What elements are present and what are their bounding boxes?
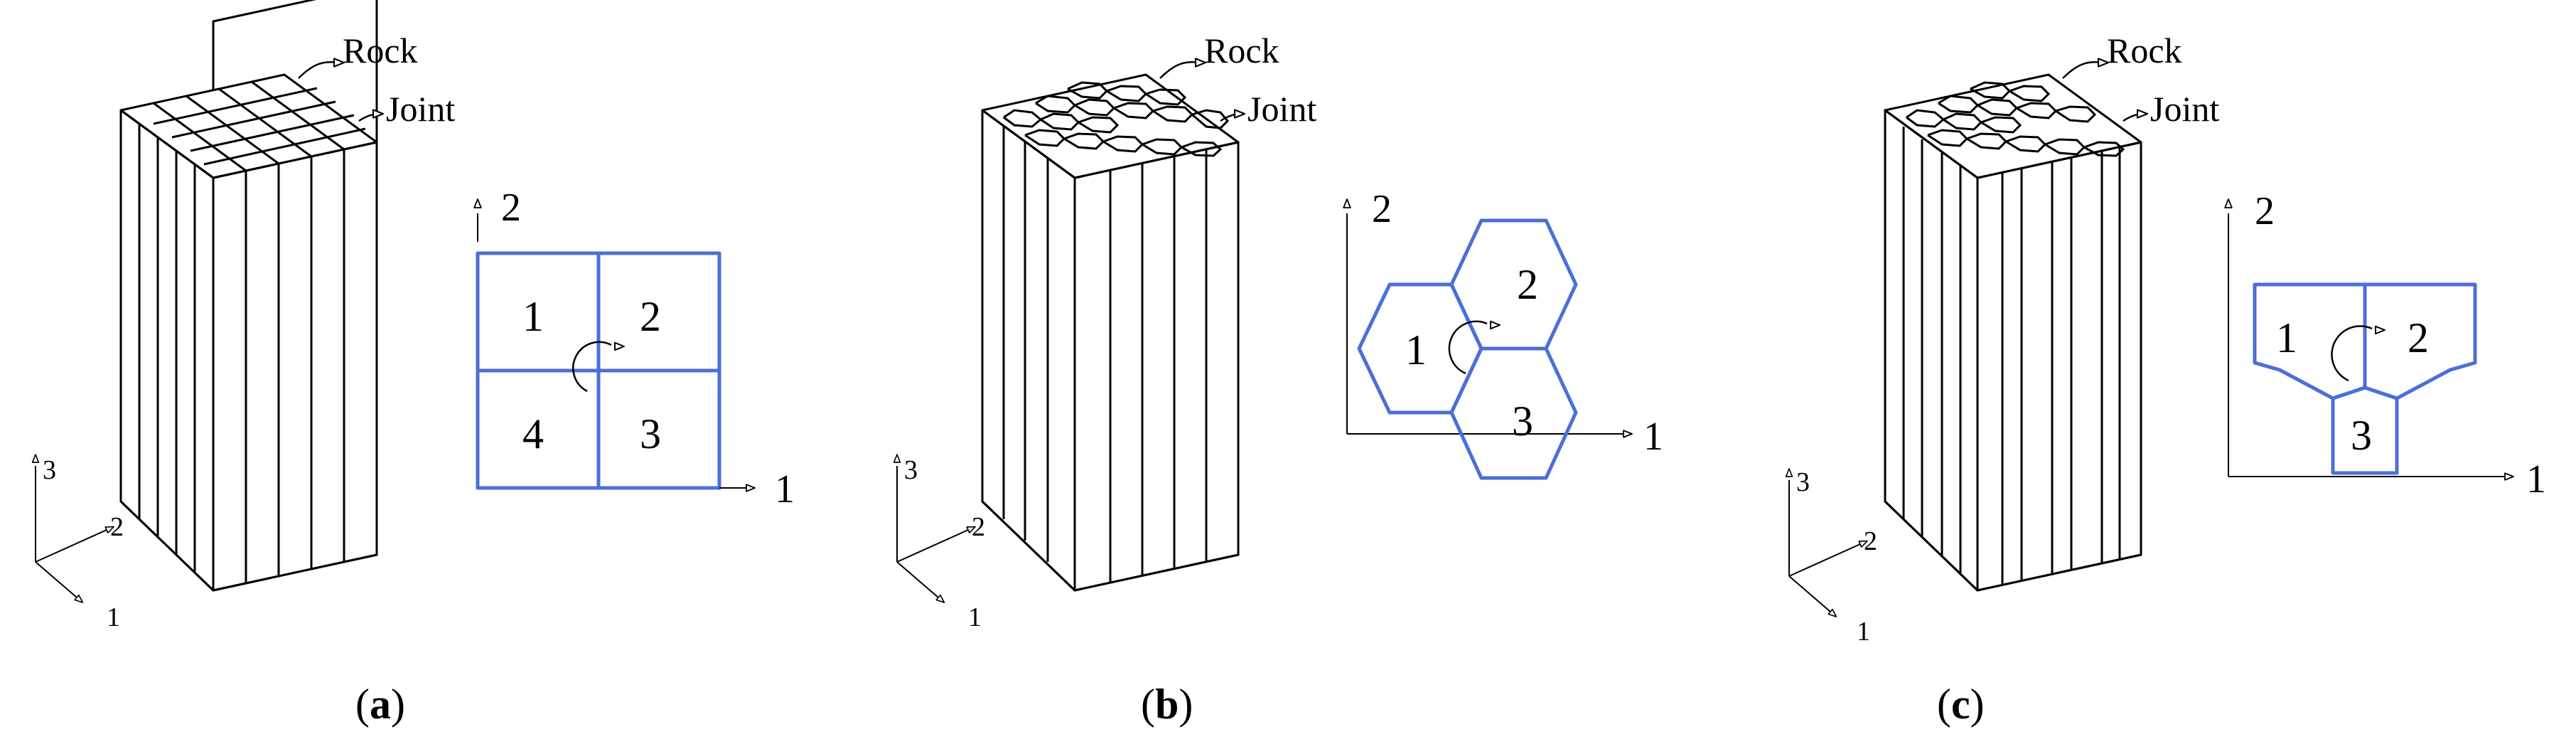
axis-3-label-a: 3	[43, 455, 56, 485]
block-number-2-a: 2	[640, 293, 661, 340]
rock-column-b	[981, 73, 1240, 592]
top-pentagons-c	[1906, 81, 2125, 157]
caption-b: (b)	[1141, 681, 1193, 728]
hexagon-block-3	[1449, 346, 1578, 480]
panel-a: Rock Joint 3 2 1 2 1 1 2	[31, 0, 795, 728]
block-number-1-c: 1	[2276, 314, 2297, 361]
rotation-arrow-c	[2331, 325, 2373, 382]
caption-a: (a)	[355, 681, 405, 728]
block-diagram-a: 2 1 1 2 3 4	[473, 186, 795, 511]
block-number-3-a: 3	[640, 410, 661, 457]
rock-column-c	[1884, 73, 2142, 592]
face-joints-b	[1002, 127, 1208, 583]
axes-3d-a: 3 2 1	[31, 454, 124, 632]
axis-2-label-block-b: 2	[1372, 187, 1392, 231]
axis-1-label-block-a: 1	[775, 467, 795, 511]
axis-1-label-b: 1	[968, 602, 982, 632]
caption-c: (c)	[1937, 681, 1985, 728]
panel-b: Rock Joint 3 2 1 2 1 1 2 3	[893, 31, 1663, 728]
block-number-1-a: 1	[522, 293, 544, 340]
block-diagram-c: 2 1 1 2 3	[2224, 189, 2546, 501]
axis-3-label-c: 3	[1796, 467, 1810, 497]
hexagon-block-2	[1449, 218, 1578, 351]
axis-1-label-block-b: 1	[1643, 415, 1663, 459]
rock-leader-c	[2062, 61, 2103, 79]
axis-1-label-a: 1	[107, 602, 120, 632]
joint-label-a: Joint	[386, 89, 455, 129]
joint-label-b: Joint	[1247, 89, 1316, 129]
joint-label-c: Joint	[2150, 89, 2219, 129]
block-number-1-b: 1	[1405, 326, 1427, 373]
panel-c: Rock Joint 3 2 1 2 1 1 2	[1785, 31, 2546, 728]
rock-label-b: Rock	[1204, 31, 1279, 70]
block-diagram-b: 2 1 1 2 3	[1343, 187, 1663, 480]
block-number-2-c: 2	[2408, 314, 2429, 361]
rotation-arrow-a	[572, 341, 612, 393]
axis-2-label-b: 2	[972, 512, 985, 542]
top-grid-a	[153, 80, 366, 172]
block-number-4-a: 4	[522, 410, 544, 457]
rock-column-a	[119, 0, 378, 592]
axis-3-label-b: 3	[904, 455, 918, 485]
axis-2-label-block-c: 2	[2255, 189, 2275, 233]
block-number-2-b: 2	[1517, 261, 1538, 308]
axis-1-label-block-c: 1	[2526, 457, 2546, 501]
top-hexagons-b	[1003, 81, 1230, 157]
face-joints-c	[1902, 127, 2121, 585]
axes-3d-c: 3 2 1	[1785, 467, 1877, 647]
block-number-3-b: 3	[1512, 398, 1533, 445]
block-number-3-c: 3	[2351, 412, 2372, 459]
axis-2-label-c: 2	[1864, 526, 1877, 556]
axis-2-label-block-a: 2	[501, 186, 521, 230]
rock-label-a: Rock	[343, 31, 418, 70]
rock-label-c: Rock	[2107, 31, 2182, 70]
pentagon-block-1	[2253, 282, 2367, 400]
pentagon-block-3	[2331, 386, 2399, 475]
rotation-arrow-b	[1448, 320, 1488, 375]
axes-3d-b: 3 2 1	[893, 454, 985, 632]
axis-2-label-a: 2	[110, 512, 124, 542]
axis-1-label-c: 1	[1857, 617, 1870, 647]
face-joints-a	[138, 124, 345, 583]
rock-leader-b	[1159, 61, 1200, 79]
